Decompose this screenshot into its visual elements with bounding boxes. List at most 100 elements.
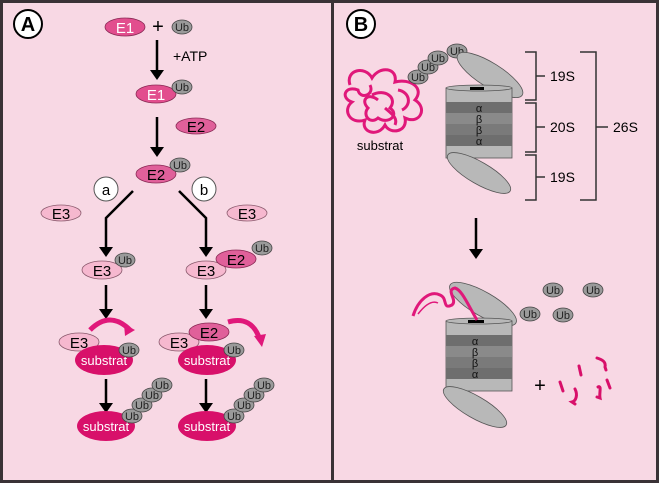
svg-text:substrat: substrat: [184, 353, 231, 368]
svg-text:b: b: [200, 182, 208, 199]
panel-a: A E1 + Ub +ATP E1 Ub E2: [13, 9, 275, 441]
svg-text:E3: E3: [70, 335, 88, 352]
svg-text:β: β: [472, 347, 478, 359]
arrow-path-a: [104, 190, 134, 250]
arrowhead: [199, 309, 213, 319]
released-ub: Ub Ub Ub Ub: [519, 282, 604, 323]
label-19s-top: 19S: [550, 68, 575, 84]
svg-text:β: β: [476, 125, 482, 137]
e1-ub-complex: E1 Ub: [135, 79, 193, 104]
svg-text:Ub: Ub: [135, 400, 149, 412]
arrowhead: [150, 147, 164, 157]
svg-text:E3: E3: [93, 263, 111, 280]
substrate-label: substrat: [357, 138, 404, 153]
ring-beta-1: [446, 346, 512, 357]
panel-b: B substrat Ub Ub Ub Ub: [343, 9, 638, 428]
svg-text:a: a: [102, 182, 111, 199]
proteasome-26s: α β β α: [445, 52, 524, 194]
svg-text:Ub: Ub: [118, 255, 132, 267]
gate-icon: [470, 87, 484, 90]
arrow-path-b: [178, 190, 208, 250]
svg-text:β: β: [476, 114, 482, 126]
peptide-fragments: [558, 356, 612, 406]
arrowhead: [199, 403, 213, 413]
svg-text:α: α: [476, 136, 483, 148]
svg-text:substrat: substrat: [83, 419, 130, 434]
plus-sign: +: [534, 375, 546, 397]
panel-b-label: B: [346, 9, 376, 39]
svg-text:E2: E2: [200, 325, 218, 342]
transfer-arrowhead: [124, 324, 135, 336]
e3-free-right: E3: [226, 204, 268, 223]
atp-label: +ATP: [173, 48, 207, 64]
panel-b-border: [331, 0, 659, 483]
svg-text:E3: E3: [170, 335, 188, 352]
e2-free: E2: [175, 117, 217, 136]
ring-alpha-1: [446, 335, 512, 346]
svg-text:Ub: Ub: [175, 82, 189, 94]
svg-text:E1: E1: [116, 20, 134, 37]
svg-text:Ub: Ub: [122, 345, 136, 357]
svg-text:Ub: Ub: [173, 160, 187, 172]
label-26s: 26S: [613, 119, 638, 135]
arrowhead: [99, 309, 113, 319]
svg-text:Ub: Ub: [431, 53, 445, 65]
svg-text:E1: E1: [147, 87, 165, 104]
svg-text:α: α: [476, 103, 483, 115]
svg-text:Ub: Ub: [155, 380, 169, 392]
ring-beta-1: [446, 113, 512, 124]
ring-alpha-2: [446, 368, 512, 379]
path-b-label: b: [191, 176, 217, 202]
substrate-tangle: [343, 68, 423, 134]
cap-19s-top: [449, 281, 517, 327]
svg-text:Ub: Ub: [421, 62, 435, 74]
ring-alpha-2: [446, 135, 512, 146]
svg-text:E2: E2: [227, 252, 245, 269]
arrowhead: [199, 247, 213, 257]
path-a-substrate-complex: E3 substrat Ub: [58, 317, 140, 375]
svg-text:E3: E3: [238, 206, 256, 223]
svg-text:Ub: Ub: [546, 285, 560, 297]
ring-alpha-1: [446, 102, 512, 113]
svg-text:α: α: [472, 336, 479, 348]
panel-b-label-text: B: [354, 14, 368, 36]
cap-19s-bottom: [446, 152, 512, 194]
e3-e2-ub-complex: E3 E2 Ub: [185, 240, 273, 280]
ring-beta-2: [446, 124, 512, 135]
svg-text:substrat: substrat: [184, 419, 231, 434]
path-a-polyub-substrate: substrat Ub Ub Ub Ub: [77, 377, 173, 441]
brackets: [525, 51, 608, 201]
svg-text:Ub: Ub: [257, 380, 271, 392]
svg-text:Ub: Ub: [556, 310, 570, 322]
ub-free: Ub: [171, 19, 193, 35]
panel-a-label-text: A: [21, 14, 35, 36]
gate-icon: [468, 320, 484, 323]
e3-ub-complex: E3 Ub: [81, 252, 136, 280]
arrowhead: [99, 247, 113, 257]
svg-text:Ub: Ub: [145, 390, 159, 402]
ring-beta-2: [446, 357, 512, 368]
e1-initial: E1: [104, 17, 146, 37]
svg-text:Ub: Ub: [247, 390, 261, 402]
proteasome-degrading: α β β α: [411, 281, 517, 428]
svg-text:Ub: Ub: [227, 411, 241, 423]
panel-a-label: A: [13, 9, 43, 39]
svg-text:E2: E2: [187, 119, 205, 136]
svg-text:α: α: [472, 369, 479, 381]
svg-text:Ub: Ub: [237, 400, 251, 412]
svg-text:Ub: Ub: [227, 345, 241, 357]
arrowhead: [150, 70, 164, 80]
svg-text:E3: E3: [197, 263, 215, 280]
svg-text:β: β: [472, 358, 478, 370]
svg-text:Ub: Ub: [411, 72, 425, 84]
arrowhead: [469, 249, 483, 259]
e2-ub-complex: E2 Ub: [135, 157, 191, 184]
svg-text:Ub: Ub: [125, 411, 139, 423]
svg-text:E2: E2: [147, 167, 165, 184]
label-19s-bottom: 19S: [550, 169, 575, 185]
path-b-polyub-substrate: substrat Ub Ub Ub Ub: [178, 377, 275, 441]
substrate-unfolding: [411, 286, 479, 321]
e3-free-left: E3: [40, 204, 82, 223]
svg-text:E3: E3: [52, 206, 70, 223]
